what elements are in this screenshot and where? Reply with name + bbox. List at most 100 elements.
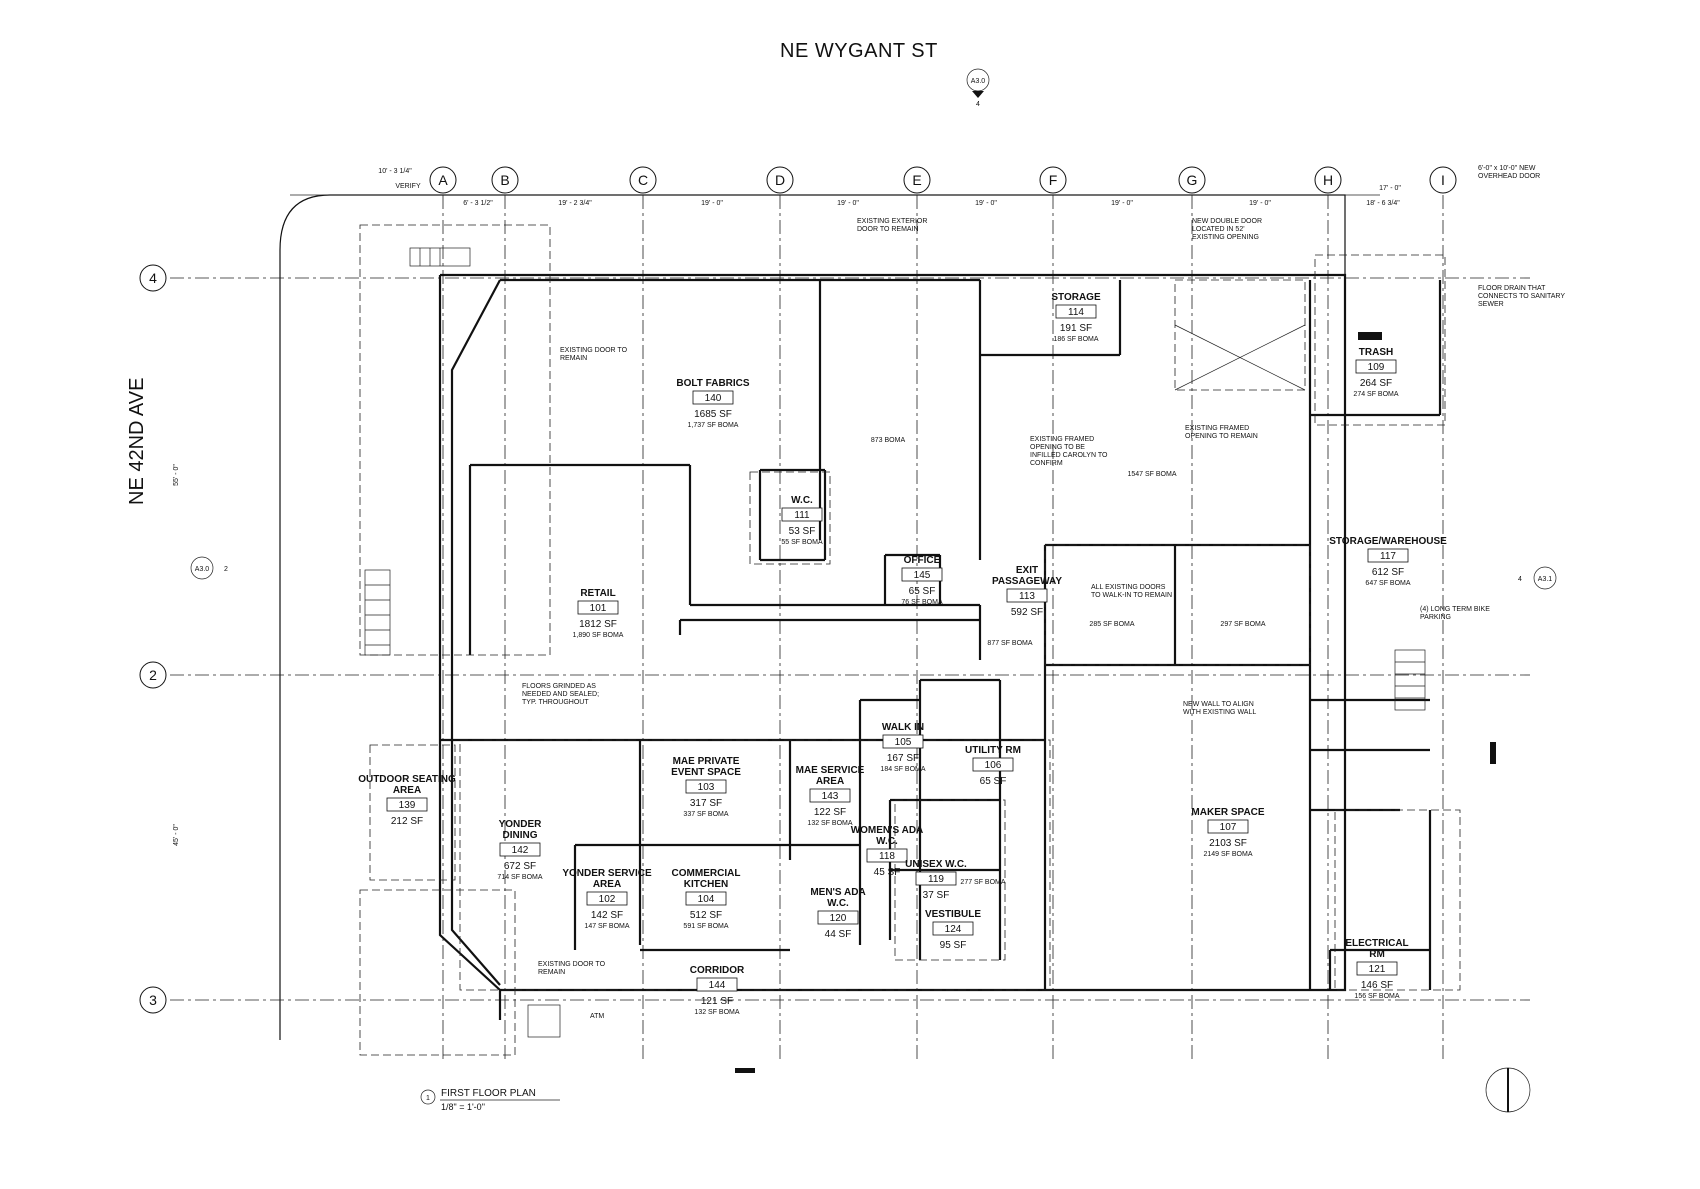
boma-label: 1547 SF BOMA [1127, 471, 1176, 478]
room-number: 117 [1380, 551, 1396, 562]
room-boma-area: 184 SF BOMA [880, 766, 925, 773]
room-area: 191 SF [1060, 323, 1092, 334]
room-number-box [696, 977, 738, 992]
room-number-box [586, 891, 628, 906]
column-dimension: 19' - 0" [1249, 200, 1271, 207]
grid-label-col: I [1441, 172, 1445, 188]
grid-bubble-col [629, 166, 657, 194]
room-boma-area: 1,890 SF BOMA [573, 632, 624, 639]
room-area: 1685 SF [694, 409, 732, 420]
room-number-box [972, 757, 1014, 772]
grid-label-col: A [438, 172, 448, 188]
column-dimension: 18' - 6 3/4" [1366, 200, 1400, 207]
room-number-box [882, 734, 924, 749]
column-dimension: 17' - 0" [1379, 185, 1401, 192]
room-number: 114 [1068, 307, 1084, 318]
room-name: STORAGE/WAREHOUSE [1329, 536, 1447, 547]
room-area: 122 SF [814, 807, 846, 818]
section-mark [1490, 742, 1496, 764]
room-number: 120 [830, 913, 847, 924]
column-dimension: 10' - 3 1/4" [378, 168, 412, 175]
column-dimension: 19' - 0" [701, 200, 723, 207]
room-number-box [692, 390, 734, 405]
room-area: 672 SF [504, 861, 536, 872]
grid-label-row: 2 [149, 667, 157, 683]
room-number-box [386, 797, 428, 812]
room-name: UTILITY RM [965, 745, 1021, 756]
room-number-box [1367, 548, 1409, 563]
room-number-box [809, 788, 851, 803]
room-number: 105 [895, 737, 912, 748]
room-number: 111 [794, 510, 810, 521]
room-number: 103 [698, 782, 715, 793]
grid-label-col: D [775, 172, 785, 188]
room-name: W.C. [791, 495, 813, 506]
column-dimension: 19' - 2 3/4" [558, 200, 592, 207]
room-number: 121 [1369, 964, 1386, 975]
room-boma-area: 55 SF BOMA [781, 539, 823, 546]
room-area: 146 SF [1361, 980, 1393, 991]
grid-label-col: B [500, 172, 509, 188]
title-block-scale: 1/8" = 1'-0" [441, 1102, 485, 1112]
room-boma-area: 1,737 SF BOMA [688, 422, 739, 429]
room-number-box [932, 921, 974, 936]
room-number-box [901, 567, 943, 582]
grid-bubble-col [491, 166, 519, 194]
row-bubbles: 423 [139, 264, 167, 1014]
room-number: 109 [1368, 362, 1385, 373]
boma-label: 877 SF BOMA [987, 640, 1032, 647]
grid-label-row: 3 [149, 992, 157, 1008]
room-area: 317 SF [690, 798, 722, 809]
room-boma-area: 186 SF BOMA [1053, 336, 1098, 343]
room-number: 113 [1019, 591, 1035, 602]
room-name: RETAIL [580, 588, 615, 599]
room-label: W.C. 111 53 SF 55 SF BOMA [781, 495, 823, 546]
room-area: 95 SF [940, 940, 967, 951]
grid-bubble-row [139, 661, 167, 689]
room-name: WALK IN [882, 722, 924, 733]
grid-bubble-col [1039, 166, 1067, 194]
room-number: 101 [590, 603, 607, 614]
room-boma-area: 714 SF BOMA [497, 874, 542, 881]
room-area: 142 SF [591, 910, 623, 921]
svg-text:4: 4 [976, 101, 980, 108]
grid-label-col: F [1049, 172, 1058, 188]
section-marker-a3-west: A3.0 2 [190, 556, 228, 580]
room-area: 2103 SF [1209, 838, 1247, 849]
room-area: 53 SF [789, 526, 816, 537]
grid-bubble-col [1429, 166, 1457, 194]
room-number-box [1356, 961, 1398, 976]
room-name: UNISEX W.C. [905, 859, 967, 870]
column-dimension: 19' - 0" [975, 200, 997, 207]
boma-label: 277 SF BOMA [960, 879, 1005, 886]
grid-bubble-col [1178, 166, 1206, 194]
section-marker-a31-east: A3.1 4 [1518, 566, 1557, 590]
room-name: TRASH [1359, 347, 1393, 358]
room-boma-area: 156 SF BOMA [1354, 993, 1399, 1000]
